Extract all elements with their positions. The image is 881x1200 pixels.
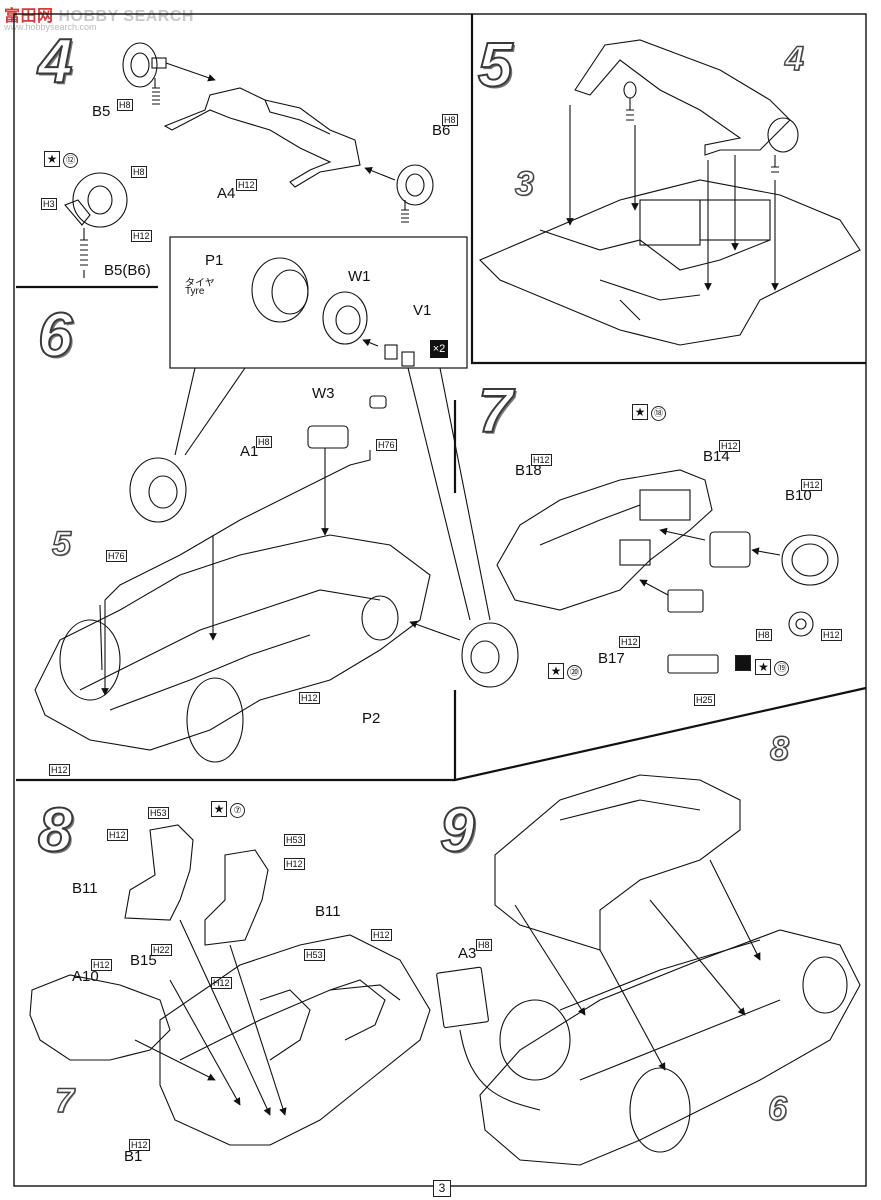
paint-h12: H22 — [151, 944, 172, 956]
part-label-b15: B15 — [130, 952, 157, 969]
part-label-b11: B11 — [72, 880, 98, 897]
step5-art — [479, 39, 861, 346]
part-label-b5-b6: B5(B6) — [104, 262, 151, 279]
tyre-en-label: Tyre — [185, 286, 205, 297]
part-label-b11: B11 — [315, 903, 341, 920]
step4-art — [64, 42, 434, 278]
paint-h8: H8 — [131, 166, 147, 178]
paint-h8: H8 — [442, 114, 458, 126]
paint-h12: H12 — [49, 764, 70, 776]
sticker-number: ⑦ — [230, 803, 245, 818]
page-number: 3 — [433, 1180, 451, 1197]
part-label-a4: A4 — [217, 185, 236, 202]
step9-art — [436, 774, 861, 1166]
paint-h12: H12 — [129, 1139, 150, 1151]
step-number-6: 6 — [37, 300, 74, 371]
sticker-number: ⑳ — [567, 665, 582, 680]
tyre-jp-label: タイヤ — [185, 278, 215, 289]
watermark-url: www.hobbysearch.com — [4, 22, 97, 32]
paint-h53: H53 — [284, 834, 305, 846]
part-label-p2: P2 — [362, 710, 381, 727]
part-label-a3: A3 — [458, 945, 477, 962]
star-icon: ★ — [44, 151, 60, 167]
paint-h3: H3 — [41, 198, 57, 210]
paint-h12: H12 — [131, 230, 152, 242]
part-label-w3: W3 — [312, 385, 335, 402]
step6-art — [34, 257, 519, 763]
paint-h12: H12 — [719, 440, 740, 452]
star-icon: ★ — [211, 801, 227, 817]
paint-h12: H12 — [531, 454, 552, 466]
star-icon: ★ — [548, 663, 564, 679]
part-label-b18: B18 — [515, 462, 542, 479]
paint-h53: H12 — [371, 929, 392, 941]
step-number-4: 4 — [37, 26, 74, 97]
paint-h8: H8 — [256, 436, 272, 448]
star-icon: ★ — [755, 659, 772, 675]
paint-h12: H12 — [801, 479, 822, 491]
paint-h12: H12 — [107, 829, 128, 841]
x2-icon: ×2 — [430, 340, 448, 358]
paint-h12: H8 — [756, 629, 772, 641]
ref-step-7: 7 — [54, 1081, 74, 1120]
paint-h8: H8 — [476, 939, 492, 951]
part-label-b1: B1 — [124, 1148, 143, 1165]
paint-h76: H76 — [106, 550, 127, 562]
paint-h12: H12 — [91, 959, 112, 971]
ref-step-4: 4 — [784, 39, 804, 78]
step8-art — [29, 824, 431, 1146]
paint-h76: H76 — [376, 439, 397, 451]
paint-h53: H53 — [148, 807, 169, 819]
part-label-v1: V1 — [413, 302, 432, 319]
part-label-w1: W1 — [348, 268, 371, 285]
paint-h8: H8 — [117, 99, 133, 111]
ref-step-5: 5 — [51, 524, 71, 563]
sticker-number: ⑱ — [651, 406, 666, 421]
paint-h25: H25 — [694, 694, 715, 706]
ref-step-8: 8 — [769, 729, 789, 768]
watermark-en: HOBBY SEARCH — [58, 8, 194, 25]
watermark-cn: 富田网 — [4, 8, 54, 25]
star-icon: ★ — [632, 404, 648, 420]
sticker-number: ⑫ — [63, 153, 78, 168]
step-number-5: 5 — [477, 30, 514, 101]
part-label-b6: B6 — [432, 122, 451, 139]
step-number-7: 7 — [477, 376, 514, 447]
part-label-b5: B5 — [92, 103, 111, 120]
paint-h12: H12 — [284, 858, 305, 870]
part-label-b14: B14 — [703, 448, 730, 465]
part-label-a1: A1 — [240, 443, 259, 460]
ref-step-3: 3 — [514, 164, 534, 203]
step-number-9: 9 — [439, 795, 476, 866]
step-number-8: 8 — [37, 795, 74, 866]
part-label-b17: B17 — [598, 650, 625, 667]
part-label-a10: A10 — [72, 968, 99, 985]
paint-h12: H12 — [299, 692, 320, 704]
paint-h8: H12 — [821, 629, 842, 641]
paint-h22: H12 — [211, 977, 232, 989]
step7-art — [496, 469, 839, 674]
flag-icon — [735, 655, 751, 671]
part-label-p1: P1 — [205, 252, 224, 269]
ref-step-6: 6 — [767, 1089, 787, 1128]
watermark-logo: 富田网 HOBBY SEARCH — [4, 2, 194, 26]
part-label-b10: B10 — [785, 487, 812, 504]
paint-h12: H53 — [304, 949, 325, 961]
paint-h12: H12 — [619, 636, 640, 648]
sticker-number: ⑲ — [774, 661, 790, 676]
paint-h12: H12 — [236, 179, 257, 191]
